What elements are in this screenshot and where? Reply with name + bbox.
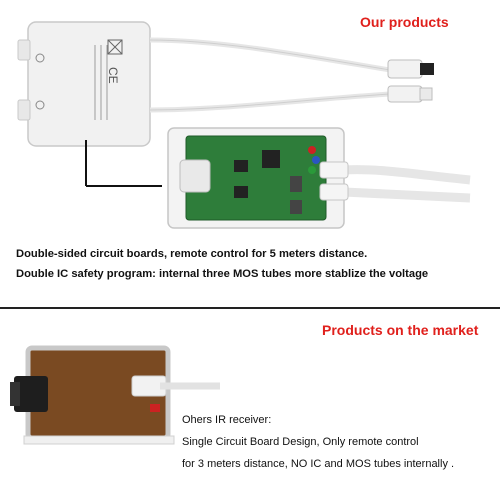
- top-description-line-1: Double-sided circuit boards, remote cont…: [16, 248, 368, 260]
- market-ir-receiver: [10, 345, 220, 445]
- bottom-description-line-2: Single Circuit Board Design, Only remote…: [182, 436, 419, 448]
- svg-text:CE: CE: [106, 67, 120, 84]
- open-controller-pcb: [167, 127, 471, 229]
- top-description-line-2: Double IC safety program: internal three…: [16, 268, 429, 280]
- products-on-market-heading: Products on the market: [322, 322, 479, 338]
- bottom-description-line-3: for 3 meters distance, NO IC and MOS tub…: [182, 458, 455, 470]
- section-divider: [0, 307, 500, 309]
- our-products-heading: Our products: [360, 14, 449, 30]
- bottom-description-line-1: Ohers IR receiver:: [182, 414, 272, 426]
- ir-controller-box: CE: [17, 21, 151, 147]
